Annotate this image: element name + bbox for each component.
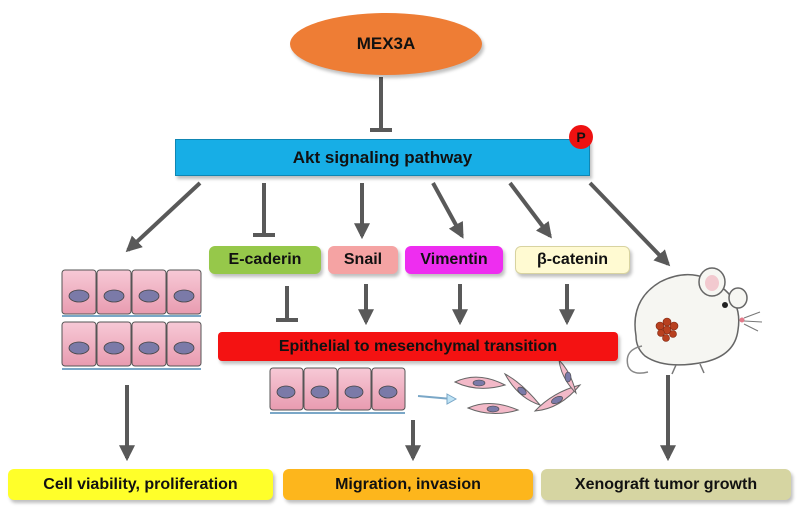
edge-akt-mouse xyxy=(588,181,671,267)
epithelial-cell-layers-illustration xyxy=(61,269,202,370)
beta-catenin-node: β-catenin xyxy=(515,246,630,274)
e-cadherin-node: E-caderin xyxy=(209,246,321,274)
phosphorylation-badge: P xyxy=(569,125,593,149)
edge-akt-cell xyxy=(125,181,202,253)
emt-node: Epithelial to mesenchymal transition xyxy=(218,332,618,361)
cell-viability-outcome: Cell viability, proliferation xyxy=(8,469,273,500)
edge-akt-bcatenin xyxy=(508,181,552,239)
edge-akt-ecadherin xyxy=(253,183,275,237)
migration-invasion-outcome: Migration, invasion xyxy=(283,469,533,500)
edge-ecadherin-emt xyxy=(276,286,298,322)
akt-pathway-node: Akt signaling pathway xyxy=(175,139,590,176)
snail-node: Snail xyxy=(328,246,398,274)
edge-mex3a-akt xyxy=(370,77,392,132)
vimentin-node: Vimentin xyxy=(405,246,503,274)
mex3a-node: MEX3A xyxy=(290,13,482,75)
edge-akt-vimentin xyxy=(431,182,464,239)
xenograft-outcome: Xenograft tumor growth xyxy=(541,469,791,500)
mouse-illustration xyxy=(626,267,763,375)
emt-cells-illustration xyxy=(269,358,582,414)
